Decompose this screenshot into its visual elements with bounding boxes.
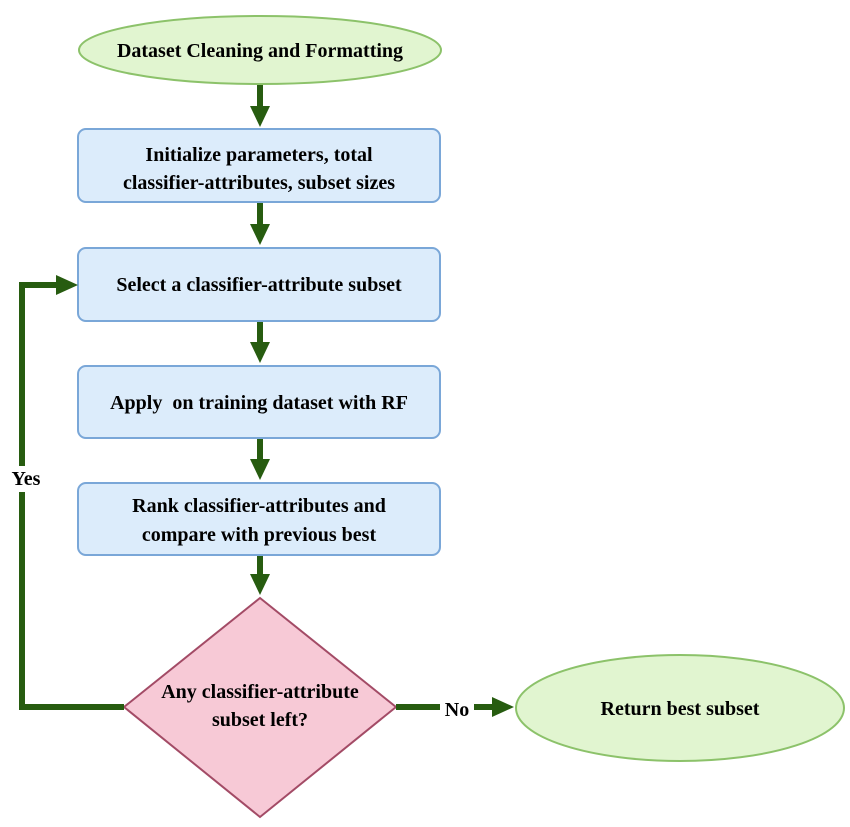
yes-label-bg — [6, 466, 46, 492]
initialize-node-line-1: Initialize parameters, total — [145, 144, 373, 166]
start-node-label: Dataset Cleaning and Formatting — [117, 40, 403, 62]
decision-node — [122, 596, 398, 819]
select-subset-node — [77, 247, 441, 322]
decision-node-line-2: subset left? — [212, 709, 308, 731]
initialize-node-line-2: classifier-attributes, subset sizes — [123, 172, 395, 194]
arrow-rank-to-decision — [250, 556, 270, 595]
apply-rf-node-label: Apply on training dataset with RF — [110, 392, 408, 414]
no-label-bg — [440, 697, 474, 721]
arrow-apply-to-rank — [250, 439, 270, 480]
start-node — [78, 15, 442, 85]
end-node-label: Return best subset — [601, 698, 760, 720]
select-subset-node-label: Select a classifier-attribute subset — [116, 274, 402, 296]
arrow-select-to-apply — [250, 322, 270, 363]
no-label: No — [445, 699, 469, 721]
apply-rf-node — [77, 365, 441, 439]
yes-label: Yes — [12, 468, 41, 490]
initialize-node — [77, 128, 441, 203]
arrow-yes-loop — [19, 275, 124, 710]
rank-compare-node-line-1: Rank classifier-attributes and — [132, 495, 386, 517]
arrow-init-to-select — [250, 203, 270, 245]
end-node — [515, 654, 845, 762]
decision-node-line-1: Any classifier-attribute — [161, 681, 359, 703]
rank-compare-node — [77, 482, 441, 556]
rank-compare-node-line-2: compare with previous best — [142, 524, 377, 546]
arrow-start-to-init — [250, 85, 270, 127]
